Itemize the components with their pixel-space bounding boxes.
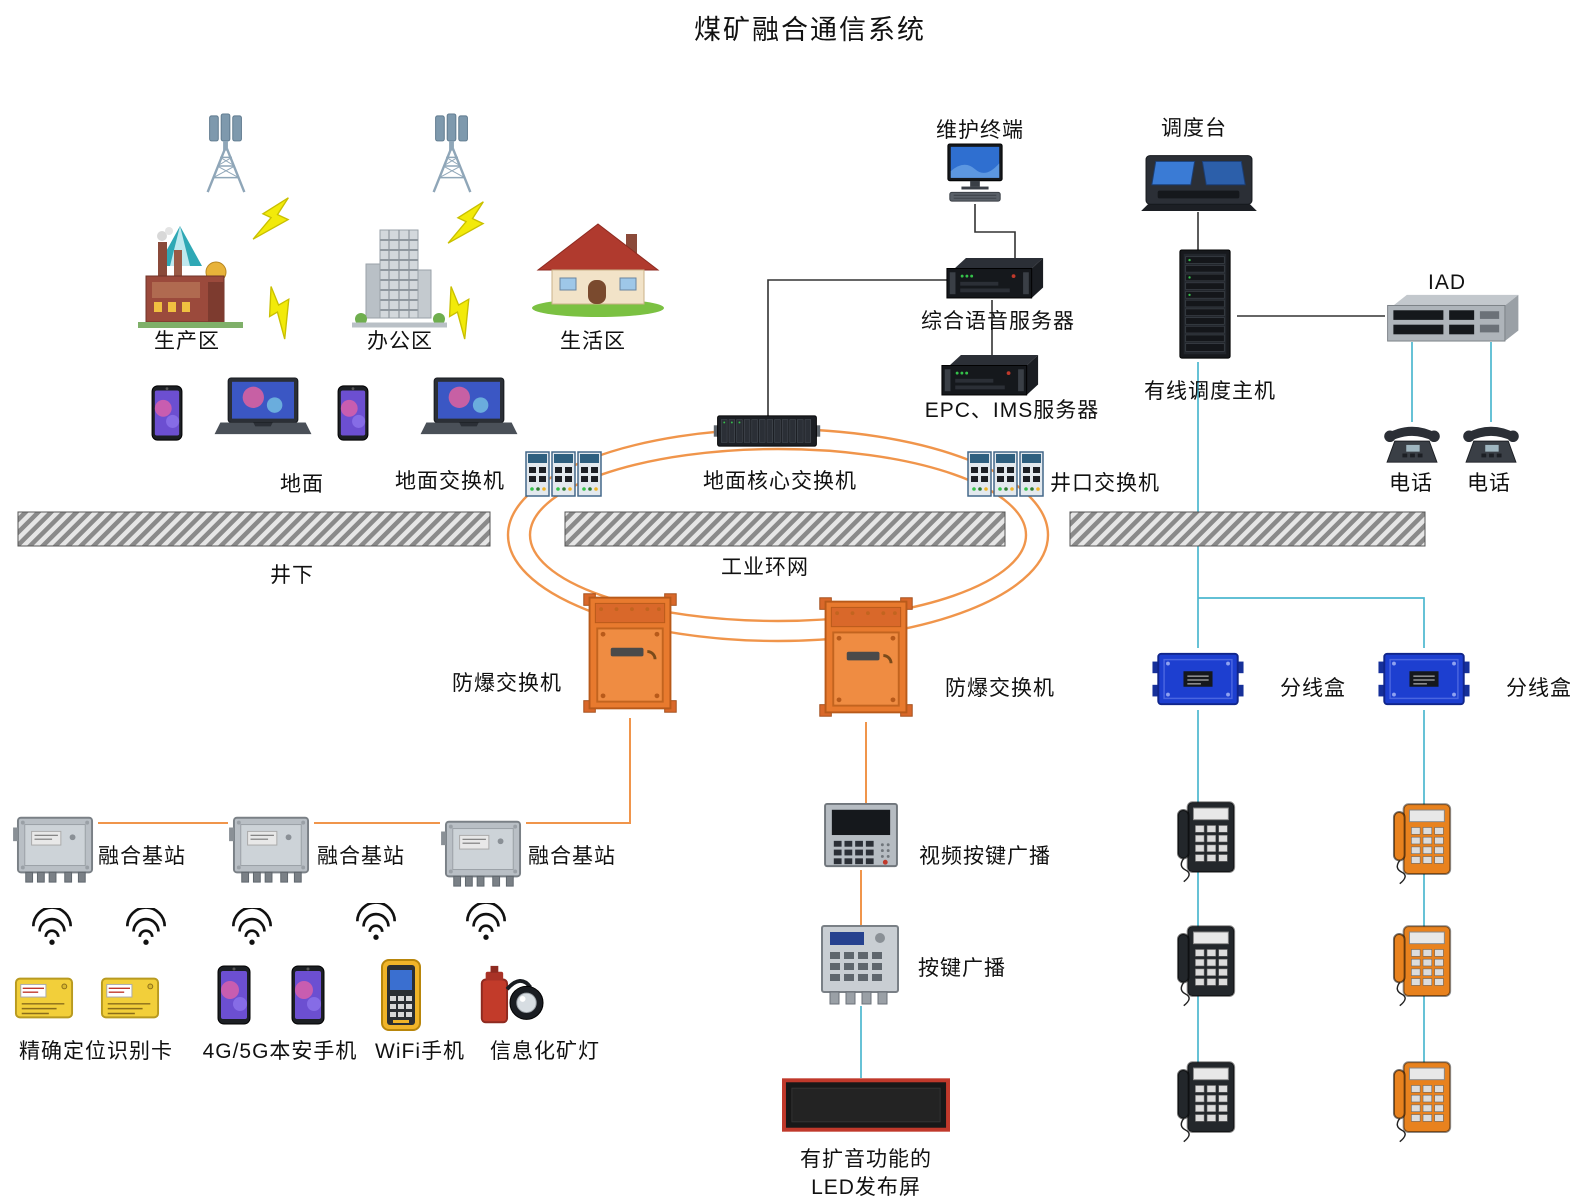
label-voice-server: 综合语音服务器 (921, 310, 1075, 333)
cyan-links (860, 342, 1492, 1100)
office-building-icon (352, 230, 447, 325)
label-phone-left: 电话 (1389, 472, 1433, 495)
label-wired-dispatch-host: 有线调度主机 (1144, 380, 1276, 403)
label-exproof-switch-right: 防爆交换机 (945, 677, 1055, 700)
label-led-screen-line1: 有扩音功能的 (800, 1148, 932, 1171)
base-station-icon (440, 820, 522, 888)
label-mining-lamp: 信息化矿灯 (490, 1040, 600, 1063)
label-core-switch: 地面核心交换机 (703, 470, 857, 493)
lightning-bolt-icon (256, 281, 306, 341)
label-led-screen-line2: LED发布屏 (811, 1176, 921, 1199)
label-underground: 井下 (270, 564, 314, 587)
maintenance-terminal-pc-icon (947, 143, 1003, 202)
label-epc-ims-server: EPC、IMS服务器 (924, 399, 1100, 422)
label-industrial-ring: 工业环网 (721, 556, 809, 579)
wifi-signal-icon (125, 908, 167, 947)
laptop-icon (214, 377, 312, 435)
ground-switch-group-icon (525, 451, 602, 497)
ground-level-bars (17, 511, 1426, 547)
label-base-station-1: 融合基站 (98, 845, 186, 868)
antenna-tower-icon (206, 112, 246, 194)
smartphone-icon (217, 965, 251, 1025)
positioning-card-icon (14, 977, 74, 1019)
iad-device-icon (1387, 294, 1519, 342)
explosion-proof-switch-icon (582, 592, 678, 714)
dispatch-console-icon (1140, 155, 1258, 212)
video-broadcast-terminal-icon (824, 802, 898, 868)
junction-box-icon (1377, 652, 1471, 706)
voice-server-icon (946, 257, 1044, 299)
label-living-area: 生活区 (560, 330, 626, 353)
label-iad: IAD (1427, 271, 1467, 294)
label-dispatch-console: 调度台 (1161, 117, 1227, 140)
smartphone-icon (151, 385, 183, 441)
wifi-signal-icon (465, 903, 507, 942)
epc-ims-server-icon (941, 354, 1039, 396)
mine-telephone-icon (1176, 925, 1236, 1007)
desk-phone-icon (1462, 426, 1520, 463)
lightning-bolt-icon (436, 281, 486, 341)
positioning-card-icon (100, 977, 160, 1019)
label-junction-box-left: 分线盒 (1280, 677, 1346, 700)
label-exproof-switch-left: 防爆交换机 (452, 672, 562, 695)
wifi-signal-icon (31, 908, 73, 947)
server-rack-icon (1179, 249, 1231, 359)
mine-telephone-icon (1392, 803, 1452, 885)
label-safety-phone: 4G/5G本安手机 (202, 1040, 358, 1063)
label-ground: 地面 (280, 473, 324, 496)
smartphone-icon (337, 385, 369, 441)
key-broadcast-terminal-icon (821, 925, 899, 1005)
label-key-broadcast: 按键广播 (918, 957, 1006, 980)
label-wellhead-switch: 井口交换机 (1050, 472, 1160, 495)
laptop-icon (420, 377, 518, 435)
lightning-bolt-icon (445, 194, 493, 254)
label-base-station-3: 融合基站 (528, 845, 616, 868)
label-positioning-card: 精确定位识别卡 (19, 1040, 173, 1063)
black-links (767, 204, 1385, 416)
wifi-signal-icon (355, 903, 397, 942)
mine-telephone-icon (1176, 1061, 1236, 1143)
label-wifi-phone: WiFi手机 (375, 1040, 465, 1063)
house-icon (531, 223, 665, 318)
label-phone-right: 电话 (1467, 472, 1511, 495)
rugged-phone-icon (381, 959, 421, 1031)
page-title: 煤矿融合通信系统 (694, 15, 926, 45)
mine-telephone-icon (1176, 801, 1236, 883)
mine-telephone-icon (1392, 925, 1452, 1007)
base-station-icon (228, 816, 310, 884)
ring-and-orange-links (98, 427, 1050, 926)
desk-phone-icon (1383, 426, 1441, 463)
factory-icon (138, 226, 243, 325)
label-ground-switch: 地面交换机 (395, 470, 505, 493)
mine-telephone-icon (1392, 1061, 1452, 1143)
label-production-area: 生产区 (154, 330, 220, 353)
label-maintenance-terminal: 维护终端 (936, 119, 1024, 142)
antenna-tower-icon (432, 112, 472, 194)
smartphone-icon (291, 965, 325, 1025)
label-base-station-2: 融合基站 (317, 845, 405, 868)
wifi-signal-icon (231, 908, 273, 947)
label-office-area: 办公区 (367, 330, 433, 353)
base-station-icon (12, 816, 94, 884)
label-junction-box-right: 分线盒 (1506, 677, 1570, 700)
core-switch-icon (713, 415, 821, 447)
explosion-proof-switch-icon (818, 596, 914, 718)
led-screen-icon (782, 1078, 950, 1132)
lightning-bolt-icon (250, 190, 298, 250)
junction-box-icon (1151, 652, 1245, 706)
label-video-key-broadcast: 视频按键广播 (919, 845, 1051, 868)
mining-lamp-icon (479, 963, 545, 1025)
wellhead-switch-group-icon (967, 451, 1044, 497)
